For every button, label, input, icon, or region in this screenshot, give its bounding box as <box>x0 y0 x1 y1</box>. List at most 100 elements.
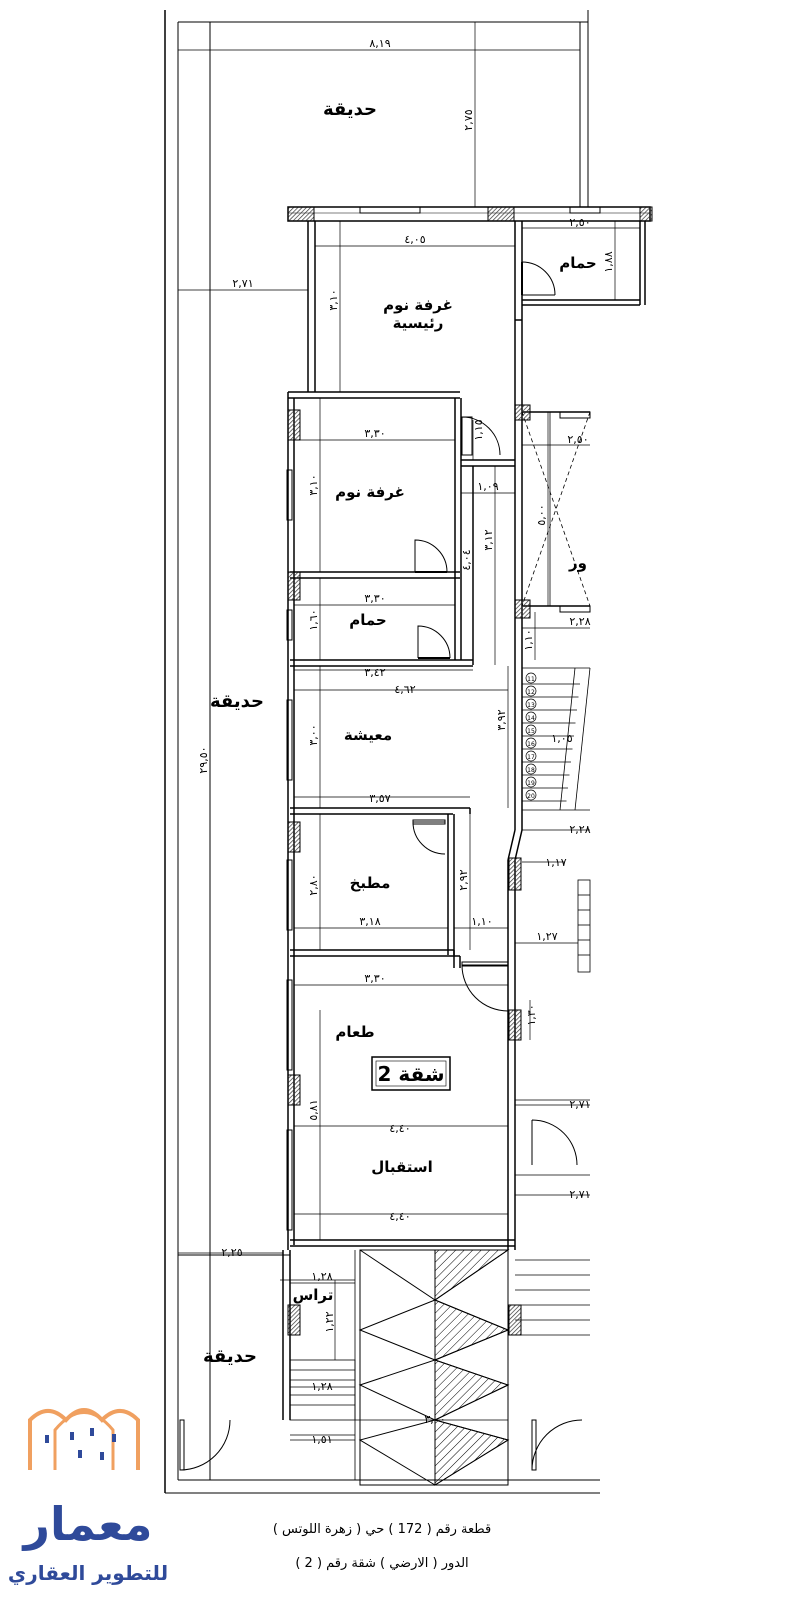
dim-bottom-garden: ٢,٢٥ <box>221 1246 242 1259</box>
stair-step-number: 12 <box>527 689 535 696</box>
room-reception: استقبال <box>371 1158 433 1176</box>
terrace-steps <box>280 1250 356 1480</box>
stair-step-number: 16 <box>527 741 535 748</box>
stair-step-circle <box>525 776 537 788</box>
dim-top-width: ٨,١٩ <box>369 37 390 50</box>
apartment-label-box: شقة 2 <box>371 1056 451 1091</box>
dim-living-w3: ٣,٥٧ <box>369 792 390 805</box>
stair-step-circle <box>525 672 537 684</box>
stair-hall <box>521 411 591 607</box>
dim-closet-width: ١,١٥ <box>472 419 485 440</box>
windows <box>286 206 601 1231</box>
stair-step-circle <box>525 711 537 723</box>
doors <box>179 261 583 1471</box>
room-stair-partial: ور <box>568 554 587 572</box>
room-terrace: تراس <box>293 1286 334 1304</box>
dim-steps-w: ١,٢٨ <box>311 1380 332 1393</box>
dim-small-117: ١,١٧ <box>545 856 566 869</box>
dim-living-depth: ٣,٠٠ <box>307 724 320 745</box>
stair-step-number: 14 <box>527 715 535 722</box>
dim-entry-depth: ١,٣٠ <box>525 1004 538 1025</box>
dim-passage-width: ١,٠٩ <box>477 480 498 493</box>
stair-step-circle <box>525 763 537 775</box>
staircase <box>522 667 591 811</box>
room-dining: طعام <box>335 1023 374 1041</box>
stair-step-circle <box>525 789 537 801</box>
walls <box>287 206 651 1250</box>
dim-small-110: ١,١٠ <box>522 629 535 650</box>
dim-master-depth: ٣,١٠ <box>327 289 340 310</box>
dim-long-total: ٢٩,٥٠ <box>197 746 210 773</box>
room-living: معيشة <box>344 726 392 744</box>
stair-step-number: 15 <box>527 728 535 735</box>
dim-reception-w2: ٤,٤٠ <box>389 1210 410 1223</box>
dim-reception-depth: ٥,٨١ <box>307 1099 320 1120</box>
dim-terrace-w: ١,٢٨ <box>311 1270 332 1283</box>
dim-living-side: ٣,٩٢ <box>495 709 508 730</box>
room-bath-master: حمام <box>559 254 597 272</box>
dim-stair-depth: ٥,٠٠ <box>535 504 548 525</box>
company-logo: معمار للتطوير العقاري <box>8 1408 168 1586</box>
stair-step-circle <box>525 724 537 736</box>
stair-step-circle <box>525 698 537 710</box>
dim-passage-a: ٣,١٢ <box>482 529 495 550</box>
dimension-lines <box>178 22 640 1441</box>
dim-top-garden-depth: ٢,٧٥ <box>462 109 475 130</box>
dim-dining-width: ٣,٣٠ <box>364 972 385 985</box>
dim-small-127: ١,٢٧ <box>536 930 557 943</box>
dim-kitchen-passage: ١,١٠ <box>471 915 492 928</box>
dim-kitchen-side: ٢,٩٢ <box>457 869 470 890</box>
stair-step-circle <box>525 750 537 762</box>
stair-step-number: 17 <box>527 754 535 761</box>
plot-boundary <box>164 10 600 1494</box>
stair-step-circle <box>525 685 537 697</box>
caption-plot-line: قطعة رقم ( 172 ) حي ( زهرة اللوتس ) <box>273 1522 491 1537</box>
garden-top-label: حديقة <box>323 99 377 120</box>
dim-master-width: ٤,٠٥ <box>404 233 425 246</box>
stair-step-number: 11 <box>527 676 535 683</box>
caption: قطعة رقم ( 172 ) حي ( زهرة اللوتس ) الدو… <box>273 1522 491 1571</box>
dim-stair-width: ٢,٥٠ <box>567 433 588 446</box>
dim-passage-b: ٤,٠٤ <box>460 549 473 570</box>
dim-ramp-w: ٣,٠٠ <box>424 1413 445 1426</box>
room-kitchen: مطبخ <box>350 874 391 892</box>
side-stairs <box>514 879 591 1336</box>
room-master-bedroom-2: رئيسية <box>393 314 444 332</box>
dim-bath-master-width: ٢,٥٠ <box>569 216 590 229</box>
dim-kitchen-width: ٣,١٨ <box>359 915 380 928</box>
dim-small-271-b: ٢,٧١ <box>569 1188 590 1201</box>
garden-side-label: حديقة <box>210 691 264 712</box>
columns <box>287 206 653 1336</box>
dim-left-garden: ٢,٧١ <box>232 277 253 290</box>
dim-terrace-d: ١,٢٢ <box>323 1311 336 1332</box>
dim-gate-w: ١,٥١ <box>311 1433 332 1446</box>
stair-step-number: 19 <box>527 780 535 787</box>
dim-small-228-b: ٢,٢٨ <box>569 823 590 836</box>
dim-bath-master-depth: ١,٨٨ <box>602 251 615 272</box>
dim-reception-w1: ٤,٤٠ <box>389 1122 410 1135</box>
room-labels: حديقة حديقة حديقة غرفة نوم رئيسية حمام غ… <box>203 99 597 1367</box>
garden-bottom-label: حديقة <box>203 1346 257 1367</box>
apartment-number-label: شقة 2 <box>377 1062 444 1086</box>
stair-step-circle <box>525 737 537 749</box>
dim-living-w1: ٣,٤٢ <box>364 666 385 679</box>
stair-step-number: 13 <box>527 702 535 709</box>
dim-small-271-a: ٢,٧١ <box>569 1098 590 1111</box>
stair-step-number: 20 <box>527 793 535 800</box>
dim-bath-depth: ١,٦٠ <box>307 609 320 630</box>
dim-bedroom-depth: ٣,١٠ <box>307 474 320 495</box>
stair-step-numbers: 11 12 13 14 15 16 17 18 19 20 <box>522 672 580 802</box>
room-bath: حمام <box>349 611 387 629</box>
room-master-bedroom: غرفة نوم <box>383 296 453 314</box>
stair-step-number: 18 <box>527 767 535 774</box>
caption-floor-line: الدور ( الارضي ) شقة رقم ( 2 ) <box>295 1556 468 1571</box>
dim-bedroom-width: ٣,٣٠ <box>364 427 385 440</box>
dimension-labels: ٨,١٩ ٢,٧٥ ٢,٧١ ٤,٠٥ ٣,١٠ ٢,٥٠ ١,٨٨ ٣,٣٠ … <box>197 37 615 1446</box>
logo-tagline: للتطوير العقاري <box>8 1561 168 1586</box>
dim-stair-flight: ١,٠٥ <box>551 732 572 745</box>
dim-bath-width: ٣,٣٠ <box>364 592 385 605</box>
ramp-area <box>358 1249 510 1486</box>
dim-small-228-a: ٢,٢٨ <box>569 615 590 628</box>
room-bedroom: غرفة نوم <box>335 483 405 501</box>
